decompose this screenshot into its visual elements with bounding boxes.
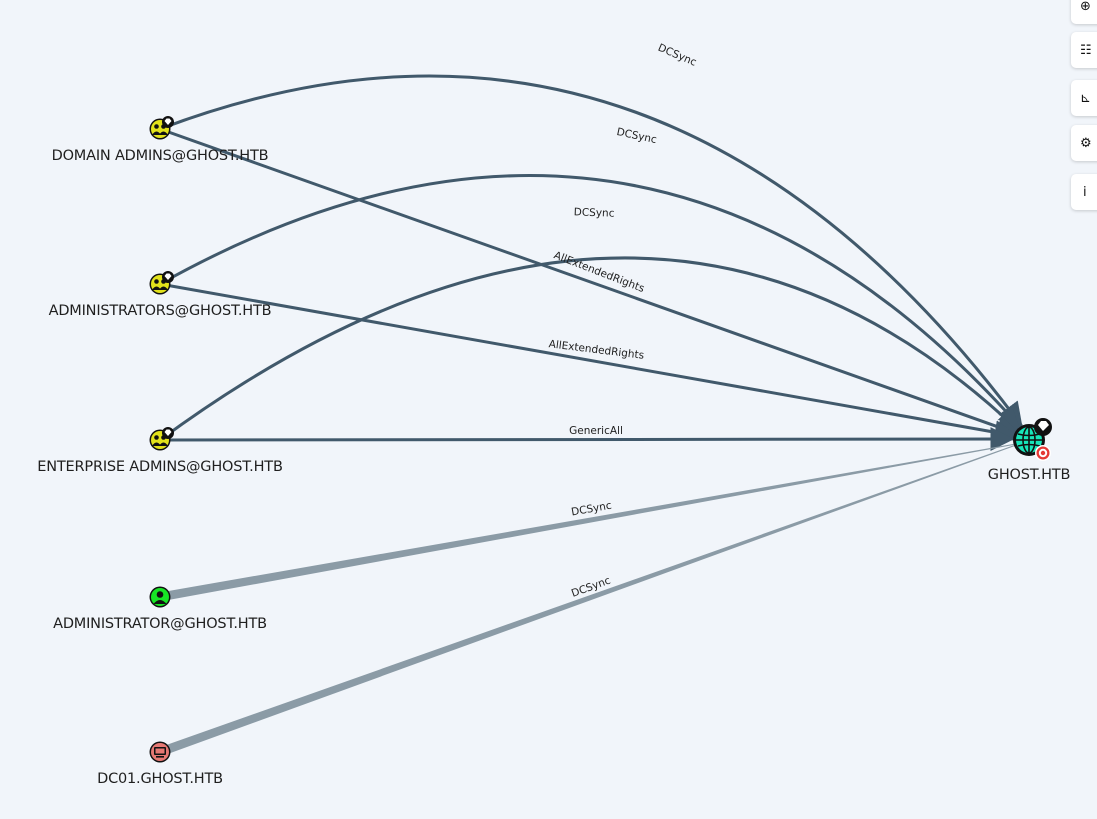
edge-enterprise_admins-genericall[interactable]: GenericAll	[158, 425, 1015, 452]
computer-icon	[154, 747, 166, 758]
node-domain-admins[interactable]	[149, 116, 175, 140]
node-dc01[interactable]	[149, 741, 171, 763]
node-administrators[interactable]	[149, 271, 175, 295]
edge-label: AllExtendedRights	[548, 338, 645, 362]
node-label-ghost: GHOST.HTB	[987, 467, 1071, 483]
edge-line[interactable]	[158, 444, 1017, 757]
edge-enterprise_admins-dcsync[interactable]: DCSync	[158, 206, 1022, 442]
gear-icon: ⚙	[1080, 135, 1092, 151]
edge-line[interactable]	[158, 427, 1015, 452]
user-icon	[153, 591, 167, 604]
edge-domain_admins-allextendedrights[interactable]: AllExtendedRights	[158, 127, 1021, 439]
group-icon	[152, 124, 168, 135]
node-enterprise-admins[interactable]	[149, 427, 175, 451]
edge-administrator-dcsync[interactable]: DCSync	[159, 443, 1017, 602]
list-icon: ☷	[1080, 42, 1092, 58]
node-ghost[interactable]	[1013, 418, 1052, 461]
node-label-dc01: DC01.GHOST.HTB	[97, 771, 223, 787]
edges-layer: DCSyncDCSyncDCSyncAllExtendedRightsAllEx…	[158, 42, 1023, 757]
edge-administrators-allextendedrights[interactable]: AllExtendedRights	[158, 282, 1019, 445]
settings-button[interactable]: ⚙	[1071, 125, 1097, 161]
edge-label: DCSync	[615, 126, 658, 146]
edge-line[interactable]	[158, 282, 1019, 445]
info-button[interactable]: i	[1071, 174, 1097, 210]
group-icon	[152, 279, 168, 290]
group-icon	[152, 435, 168, 446]
edge-line[interactable]	[158, 127, 1021, 439]
node-label-administrators: ADMINISTRATORS@GHOST.HTB	[48, 303, 272, 319]
edge-label: DCSync	[574, 206, 615, 219]
info-icon: i	[1083, 184, 1087, 200]
node-label-administrator: ADMINISTRATOR@GHOST.HTB	[53, 616, 267, 632]
edge-line[interactable]	[158, 174, 1023, 430]
node-administrator[interactable]	[149, 586, 171, 608]
chart-icon: ⊾	[1080, 90, 1091, 106]
list-button[interactable]: ☷	[1071, 32, 1097, 68]
edge-line[interactable]	[159, 443, 1017, 602]
edge-line[interactable]	[158, 74, 1023, 427]
edge-domain_admins-dcsync[interactable]: DCSync	[158, 42, 1023, 427]
nodes-layer	[149, 116, 1052, 763]
edge-line[interactable]	[158, 256, 1022, 442]
edge-label: GenericAll	[569, 425, 623, 437]
edge-label: DCSync	[656, 42, 698, 69]
layout-icon: ⊕	[1080, 0, 1091, 14]
node-label-enterprise-admins: ENTERPRISE ADMINS@GHOST.HTB	[37, 459, 283, 475]
node-label-domain-admins: DOMAIN ADMINS@GHOST.HTB	[51, 148, 269, 164]
layout-button[interactable]: ⊕	[1071, 0, 1097, 24]
chart-button[interactable]: ⊾	[1071, 80, 1097, 116]
edge-dc01-dcsync[interactable]: DCSync	[158, 444, 1017, 757]
